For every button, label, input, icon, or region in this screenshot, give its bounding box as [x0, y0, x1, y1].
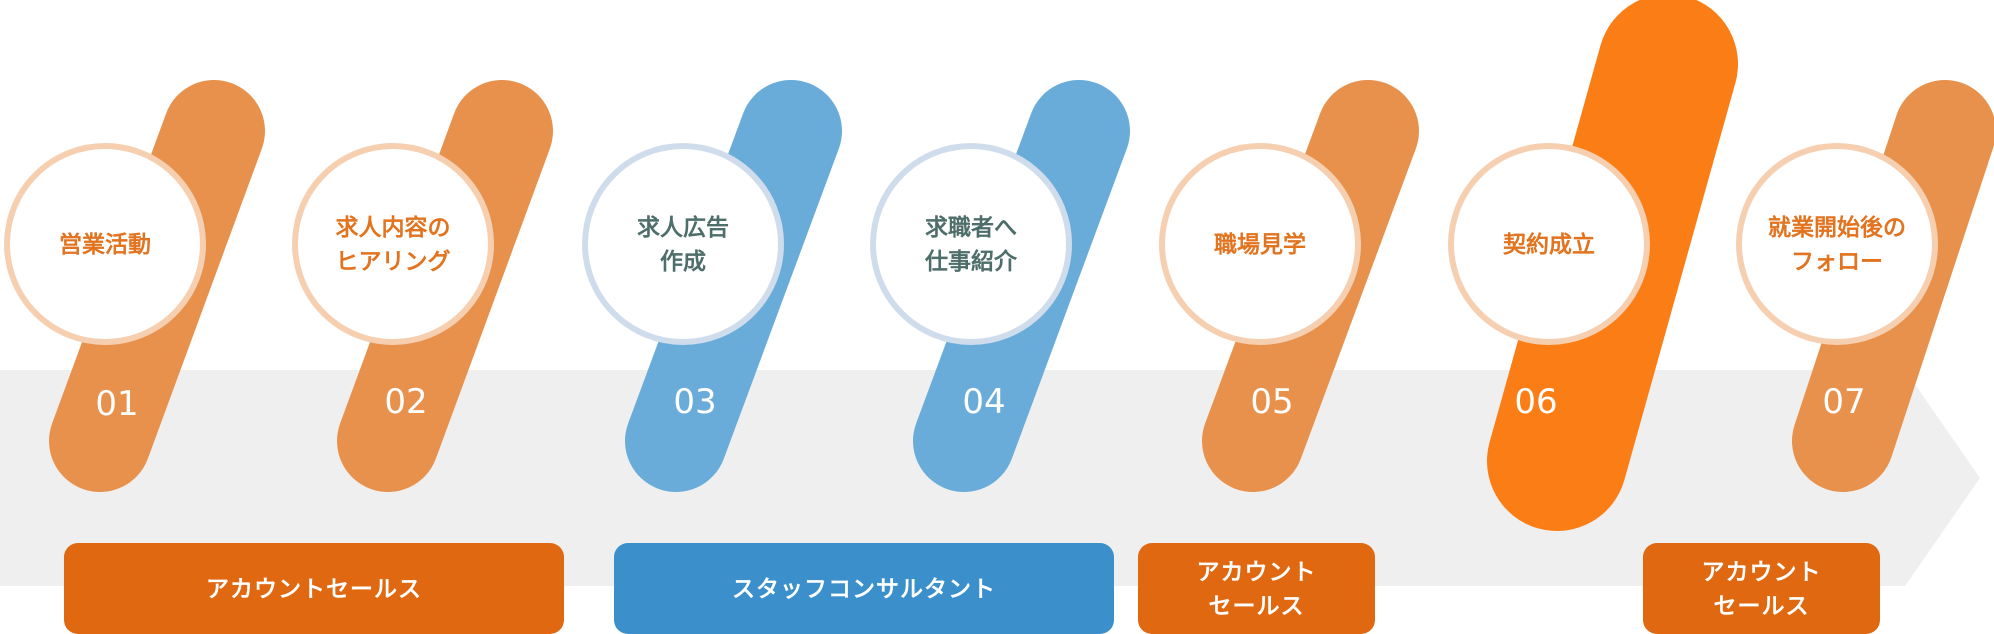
- step-label-01-line-1: 営業活動: [59, 231, 151, 258]
- role-label-3-line-2: セールス: [1209, 594, 1305, 620]
- role-label-1-line-1: アカウントセールス: [206, 577, 422, 603]
- step-circle-03: [582, 143, 784, 345]
- step-label-04-line-2: 仕事紹介: [924, 248, 1018, 275]
- role-labels: アカウントセールススタッフコンサルタントアカウントセールスアカウントセールス: [64, 543, 1880, 634]
- step-circle-04: [870, 143, 1072, 345]
- role-label-4-line-1: アカウント: [1702, 560, 1822, 586]
- step-label-07-line-1: 就業開始後の: [1768, 214, 1906, 241]
- step-number-07: 07: [1822, 382, 1865, 422]
- role-label-3-line-1: アカウント: [1197, 560, 1317, 586]
- step-numbers: 01 02 03 04 05 06 07: [95, 382, 1865, 424]
- step-number-04: 04: [962, 382, 1005, 422]
- step-number-03: 03: [673, 382, 716, 422]
- step-number-06: 06: [1514, 382, 1557, 422]
- step-label-02-line-2: ヒアリング: [336, 248, 451, 275]
- step-circle-05: [1159, 143, 1361, 345]
- step-label-03-line-2: 作成: [660, 249, 706, 275]
- step-number-02: 02: [384, 382, 427, 422]
- step-label-06-line-1: 契約成立: [1502, 231, 1595, 258]
- step-circle-01: [4, 143, 206, 345]
- step-number-01: 01: [95, 384, 138, 424]
- role-box-3: [1138, 543, 1375, 634]
- role-box-1: [64, 543, 564, 634]
- role-box-4: [1643, 543, 1880, 634]
- role-label-2-line-1: スタッフコンサルタント: [732, 577, 996, 603]
- role-box-2: [614, 543, 1114, 634]
- step-label-05-line-1: 職場見学: [1214, 231, 1306, 258]
- step-circle-02: [292, 143, 494, 345]
- step-label-03-line-1: 求人広告: [637, 214, 729, 241]
- step-circle-06: [1448, 143, 1650, 345]
- step-label-04-line-1: 求職者へ: [925, 214, 1017, 241]
- step-circle-07: [1736, 143, 1938, 345]
- role-label-4-line-2: セールス: [1714, 594, 1810, 620]
- step-label-02-line-1: 求人内容の: [336, 214, 451, 241]
- step-number-05: 05: [1250, 382, 1293, 422]
- step-label-07-line-2: フォロー: [1791, 249, 1883, 275]
